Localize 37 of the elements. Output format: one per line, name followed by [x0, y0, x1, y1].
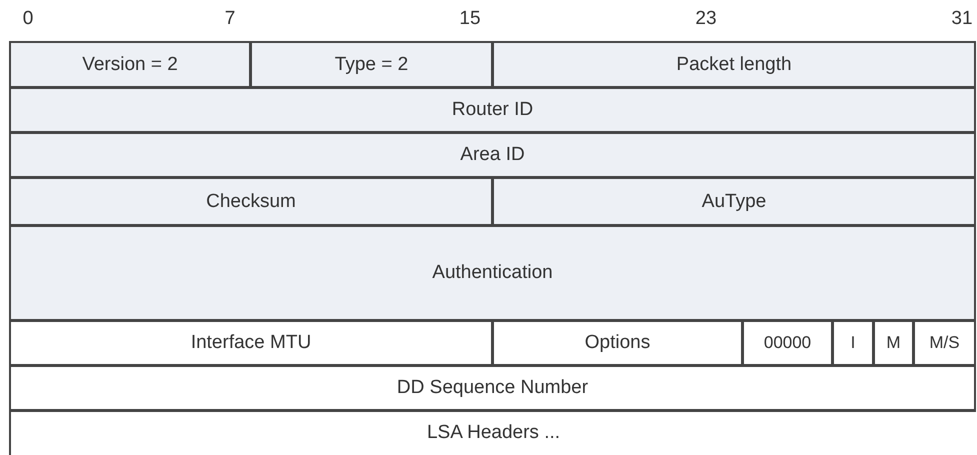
packet-field: [492, 320, 743, 366]
field-name: Area ID: [460, 144, 525, 166]
packet-field: [9, 87, 976, 133]
field-name: Authentication: [432, 262, 553, 284]
field-name: Interface MTU: [190, 332, 312, 354]
field-name: Options: [584, 332, 650, 354]
packet-field: [9, 320, 493, 366]
field-name: DD Sequence Number: [396, 377, 588, 399]
packet-field: [9, 225, 976, 321]
packet-field: [9, 41, 251, 88]
packet-field: [873, 320, 914, 366]
bit-number: 31: [951, 8, 973, 30]
field-name: Version = 2: [82, 54, 178, 76]
packet-field: [9, 177, 493, 226]
packet-field: [9, 410, 976, 455]
field-name: Packet length: [676, 54, 792, 76]
field-name: M: [886, 333, 901, 353]
packet-field: [250, 41, 493, 88]
packet-field: [742, 320, 833, 366]
packet-field: [9, 365, 976, 411]
packet-field: [9, 132, 976, 178]
bit-number: 7: [224, 8, 236, 30]
field-name: AuType: [702, 190, 766, 212]
bit-number: 0: [22, 8, 34, 30]
field-name: I: [850, 333, 856, 353]
field-name: LSA Headers ...: [426, 422, 560, 444]
packet-field: [492, 41, 976, 88]
bit-number: 15: [459, 8, 481, 30]
packet-field: [913, 320, 976, 366]
field-name: 00000: [764, 333, 812, 353]
field-name: Checksum: [206, 190, 296, 212]
packet-field: [492, 177, 976, 226]
field-name: Type = 2: [334, 54, 408, 76]
field-name: M/S: [929, 333, 960, 353]
packet-field: [832, 320, 874, 366]
bit-number: 23: [695, 8, 717, 30]
field-name: Router ID: [452, 99, 534, 121]
